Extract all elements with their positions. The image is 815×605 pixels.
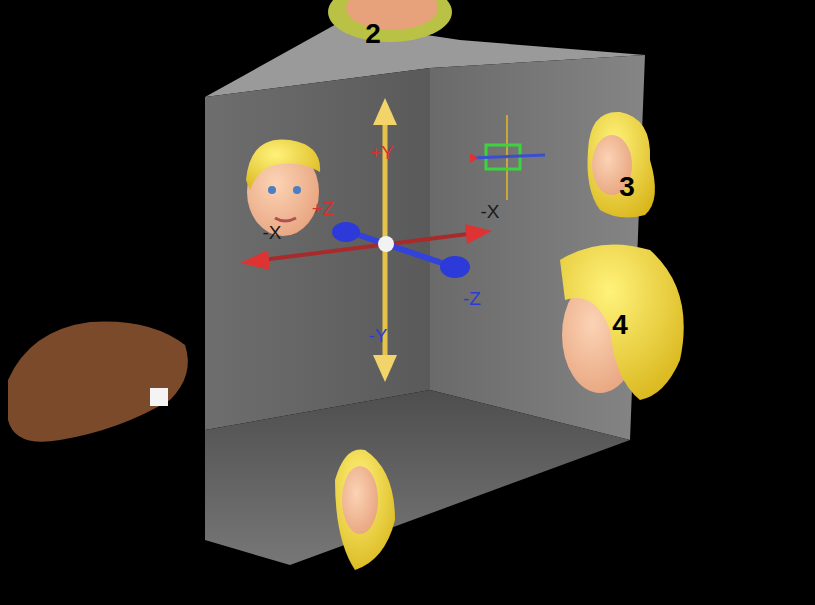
callout-number: 2 xyxy=(365,20,381,48)
gizmo xyxy=(470,115,545,200)
head xyxy=(328,0,452,42)
head xyxy=(560,244,684,400)
head xyxy=(335,449,395,570)
axis-label: -Z xyxy=(463,289,481,308)
axis-label: -Y xyxy=(369,326,388,345)
callout-number: 3 xyxy=(619,173,635,201)
axis-gizmo xyxy=(240,98,492,382)
axis-label: -X xyxy=(263,223,282,242)
callout-number: 4 xyxy=(612,311,628,339)
head xyxy=(588,112,655,218)
axis-label: -X xyxy=(481,202,500,221)
floor xyxy=(205,390,630,565)
head xyxy=(246,140,320,237)
beaver xyxy=(8,321,188,441)
axis-label: +Y xyxy=(370,143,394,162)
axis-label: +Z xyxy=(312,199,335,218)
